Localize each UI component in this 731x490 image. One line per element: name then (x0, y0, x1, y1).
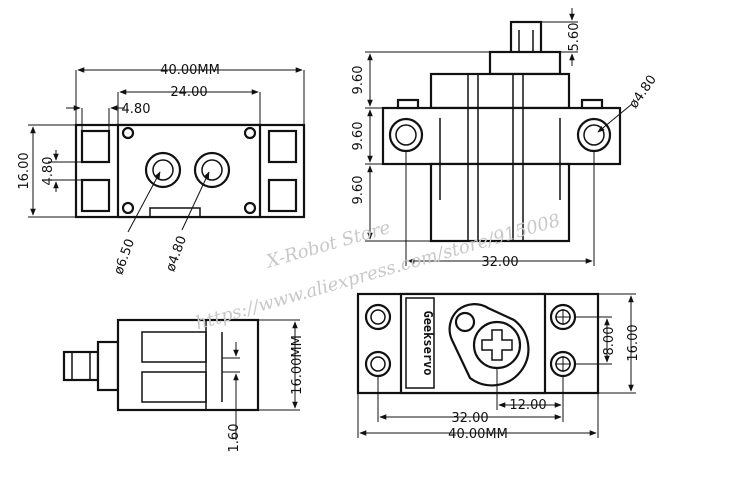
dim-front-seg-top: 9.60 (351, 66, 366, 95)
dim-top-width-total: 40.00MM (160, 63, 220, 78)
front-shaft-housing (488, 50, 562, 76)
top-view: 40.00MM 24.00 4.80 16.00 4.80 ø6.50 ø4.8… (17, 63, 306, 277)
corner-screw (243, 201, 257, 215)
bottom-cross-spline (481, 329, 513, 361)
dim-shaft-height: 5.60 (567, 23, 582, 52)
side-view: 16.00MM 1.60 (62, 318, 305, 453)
dim-top-tab-height: 4.80 (41, 157, 56, 186)
bottom-output-keyhole (448, 303, 530, 387)
bottom-mount-hole (364, 303, 392, 331)
shaft-small-inner (201, 159, 223, 181)
dim-bottom-hole-spacing: 32.00 (451, 411, 488, 426)
shaft-small (193, 151, 231, 189)
dim-bottom-hole-v-spacing: 8.00 (602, 327, 617, 356)
shaft-large (144, 151, 182, 189)
dim-front-hole-spacing: 32.00 (481, 255, 518, 270)
dim-front-seg-bottom: 9.60 (351, 176, 366, 205)
bottom-mount-hole (364, 350, 392, 378)
dim-side-step: 1.60 (227, 424, 242, 453)
shaft-large-inner (152, 159, 174, 181)
dim-front-hole: ø4.80 (626, 73, 659, 112)
corner-screw (121, 126, 135, 140)
dim-top-width-inner: 24.00 (170, 85, 207, 100)
dim-bottom-shaft-offset: 12.00 (509, 398, 546, 413)
dim-hole-large: ø6.50 (111, 237, 138, 277)
dim-side-height: 16.00MM (290, 335, 305, 395)
dim-bottom-height: 16.00 (626, 324, 641, 361)
dim-hole-small: ø4.80 (163, 234, 190, 274)
bottom-brand-strip (405, 297, 435, 389)
dim-bottom-width-total: 40.00MM (448, 427, 508, 442)
corner-screw (121, 201, 135, 215)
tab-square-tl (80, 129, 111, 164)
top-view-body (116, 123, 262, 219)
dim-top-tab-width: 4.80 (122, 102, 151, 117)
top-view-notch (149, 207, 201, 217)
dim-front-seg-mid: 9.60 (351, 122, 366, 151)
side-shaft-housing (96, 340, 120, 392)
side-body (116, 318, 260, 412)
front-upper-body (429, 72, 571, 110)
bottom-view: Geekservo 8.00 16.00 12.00 (356, 292, 641, 442)
side-shaft (62, 350, 100, 382)
tab-square-bl (80, 178, 111, 213)
front-lower-body (429, 162, 571, 243)
bottom-idler-hole (454, 311, 476, 333)
bottom-brand-label: Geekservo (421, 310, 435, 375)
tab-square-tr (267, 129, 298, 164)
front-view: 5.60 9.60 9.60 9.60 ø4.80 32.00 (351, 8, 660, 270)
corner-screw (243, 126, 257, 140)
tab-square-br (267, 178, 298, 213)
dim-top-height-total: 16.00 (17, 152, 32, 189)
